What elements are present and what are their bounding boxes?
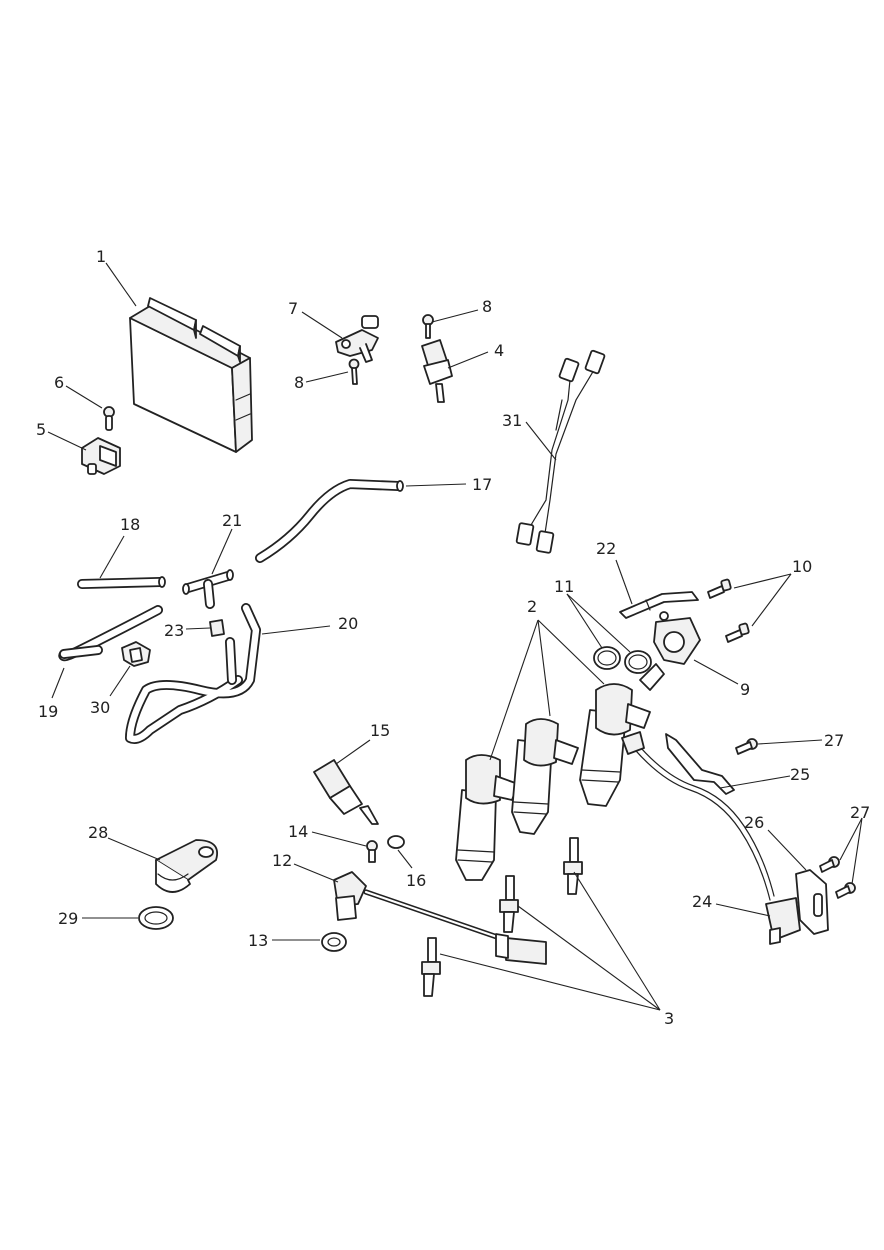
part-23-sleeve (209, 619, 225, 637)
callout-15: 15 (370, 721, 390, 740)
part-1-ecm (129, 297, 253, 453)
callout-11: 11 (554, 577, 574, 596)
callout-6: 6 (54, 373, 64, 392)
part-13-washer (321, 932, 347, 952)
part-20-hose (125, 603, 261, 744)
part-26-bracket (795, 869, 829, 935)
part-19-hose (58, 605, 163, 662)
callout-labels: 1 6 5 7 8 8 4 31 17 18 21 23 20 19 30 22… (36, 247, 870, 1028)
callout-29: 29 (58, 909, 78, 928)
part-3-spark-plug-c (421, 937, 441, 997)
callout-13: 13 (248, 931, 268, 950)
part-10-bolt-upper (707, 578, 732, 599)
callout-30: 30 (90, 698, 110, 717)
callout-27-b: 27 (850, 803, 870, 822)
callout-25: 25 (790, 765, 810, 784)
callout-14: 14 (288, 822, 308, 841)
part-2-coil-left (455, 754, 519, 881)
callout-19: 19 (38, 702, 58, 721)
part-18-hose (77, 576, 166, 589)
callout-2: 2 (527, 597, 537, 616)
part-2-coil-right (579, 683, 651, 807)
callout-5: 5 (36, 420, 46, 439)
callout-18: 18 (120, 515, 140, 534)
callout-31: 31 (502, 411, 522, 430)
part-27-bolt-a (735, 738, 758, 755)
callout-26: 26 (744, 813, 764, 832)
part-28-cap (155, 839, 218, 893)
part-31-wiring-harness (515, 349, 606, 554)
part-12-sensor (333, 871, 547, 965)
part-14-bolt (366, 840, 378, 863)
callout-28: 28 (88, 823, 108, 842)
callout-9: 9 (740, 680, 750, 699)
part-7-sensor (335, 315, 379, 363)
callout-23: 23 (164, 621, 184, 640)
part-27-bolt-b (819, 856, 840, 873)
part-2-coil-middle (511, 718, 579, 835)
part-15-sensor (313, 759, 379, 825)
part-21-t-piece (182, 569, 234, 609)
callout-7: 7 (288, 299, 298, 318)
callout-3: 3 (664, 1009, 674, 1028)
part-9-sensor (639, 611, 701, 691)
callout-16: 16 (406, 871, 426, 890)
callout-24: 24 (692, 892, 712, 911)
part-4-sensor (421, 339, 453, 403)
callout-8-upper: 8 (482, 297, 492, 316)
part-24-sensor (621, 731, 801, 945)
part-27-bolt-c (835, 882, 856, 899)
callout-20: 20 (338, 614, 358, 633)
callout-4: 4 (494, 341, 504, 360)
part-22-bracket (619, 591, 699, 619)
part-11-o-ring-right (624, 650, 652, 674)
part-30-clip (121, 641, 151, 667)
callout-22: 22 (596, 539, 616, 558)
part-29-o-ring (138, 906, 174, 930)
callout-10: 10 (792, 557, 812, 576)
part-16-o-ring (387, 835, 405, 849)
part-3-spark-plug-b (563, 837, 583, 895)
part-8-screw-lower (348, 358, 360, 385)
callout-21: 21 (222, 511, 242, 530)
part-3-spark-plug-a (499, 875, 519, 933)
callout-12: 12 (272, 851, 292, 870)
part-25-bracket (665, 733, 735, 795)
callout-27-a: 27 (824, 731, 844, 750)
part-11-o-ring-left (593, 646, 621, 670)
part-6-bolt (103, 406, 115, 431)
callout-1: 1 (96, 247, 106, 266)
part-10-bolt-lower (725, 622, 750, 643)
leader-lines (47, 262, 863, 1011)
part-17-hose (255, 479, 404, 563)
part-5-sensor (81, 437, 121, 475)
callout-17: 17 (472, 475, 492, 494)
part-8-screw-upper (422, 314, 434, 339)
callout-8-lower: 8 (294, 373, 304, 392)
